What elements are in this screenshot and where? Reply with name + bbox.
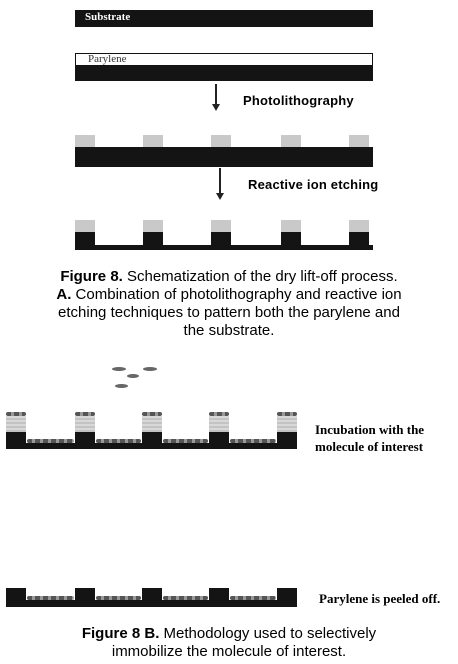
pillar: [143, 232, 163, 245]
pillar: [142, 588, 162, 601]
molecule-layer: [277, 412, 297, 416]
substrate-under-parylene: [75, 66, 373, 81]
photoresist-block: [349, 220, 369, 232]
photolithography-label: Photolithography: [243, 93, 354, 108]
molecule-layer: [27, 439, 74, 443]
caption-a: Figure 8. Schematization of the dry lift…: [20, 268, 438, 340]
caption-a-figure-ref: Figure 8.: [60, 268, 123, 285]
molecule-layer: [209, 412, 229, 416]
molecule-layer: [163, 439, 208, 443]
photoresist-block: [75, 220, 95, 232]
incubation-label-line1: Incubation with the: [315, 422, 425, 437]
caption-b-line1-text: Methodology used to selectively: [159, 625, 377, 642]
pillar: [75, 432, 95, 446]
molecule-blob: [112, 367, 126, 371]
caption-b: Figure 8 B. Methodology used to selectiv…: [20, 625, 438, 661]
photoresist-block: [211, 135, 231, 147]
caption-b-figure-ref: Figure 8 B.: [81, 625, 160, 642]
caption-a-line1: Figure 8. Schematization of the dry lift…: [20, 268, 438, 286]
parylene-pillar: [209, 416, 229, 432]
molecule-layer: [75, 412, 95, 416]
parylene-label: Parylene: [88, 53, 127, 65]
substrate-base: [75, 245, 373, 250]
caption-a-line1-text: Schematization of the dry lift-off proce…: [122, 268, 398, 285]
photoresist-block: [143, 135, 163, 147]
etching-label: Reactive ion etching: [248, 177, 379, 192]
caption-b-line1: Figure 8 B. Methodology used to selectiv…: [20, 625, 438, 643]
incubation-label-line2: molecule of interest: [315, 439, 424, 454]
caption-a-part-ref: A.: [56, 286, 72, 303]
substrate-label: Substrate: [85, 11, 131, 23]
molecule-layer: [230, 439, 276, 443]
molecule-layer: [27, 596, 74, 600]
molecule-blob: [127, 374, 139, 378]
substrate-with-parylene: [75, 147, 373, 167]
molecule-layer: [142, 412, 162, 416]
incubation-label: Incubation with the molecule of interest: [315, 421, 424, 455]
caption-b-line2: immobilize the molecule of interest.: [111, 643, 347, 660]
substrate-base: [6, 600, 297, 607]
molecule-layer: [96, 439, 141, 443]
parylene-pillar: [142, 416, 162, 432]
molecule-layer: [96, 596, 141, 600]
photoresist-block: [211, 220, 231, 232]
pillar: [349, 232, 369, 245]
pillar: [209, 432, 229, 446]
molecule-layer: [230, 596, 276, 600]
parylene-pillar: [75, 416, 95, 432]
pillar: [211, 232, 231, 245]
parylene-layer: Parylene: [75, 53, 373, 66]
molecule-layer: [6, 412, 26, 416]
caption-a-line2-text: Combination of photolithography and reac…: [71, 286, 402, 303]
caption-a-line3: etching techniques to pattern both the p…: [58, 304, 400, 321]
peel-label: Parylene is peeled off.: [319, 591, 441, 606]
pillar: [142, 432, 162, 446]
pillar: [75, 588, 95, 601]
molecule-blob: [115, 384, 128, 388]
pillar: [277, 432, 297, 446]
parylene-pillar: [277, 416, 297, 432]
photoresist-block: [143, 220, 163, 232]
photoresist-block: [281, 135, 301, 147]
pillar: [281, 232, 301, 245]
photoresist-block: [75, 135, 95, 147]
substrate-bar: Substrate: [75, 10, 373, 27]
pillar: [209, 588, 229, 601]
caption-a-line4: the substrate.: [183, 322, 275, 339]
substrate-base: [6, 443, 297, 449]
pillar: [6, 588, 26, 601]
photoresist-block: [349, 135, 369, 147]
pillar: [75, 232, 95, 245]
pillar: [277, 588, 297, 601]
molecule-layer: [163, 596, 208, 600]
pillar: [6, 432, 26, 446]
caption-a-line2: A. Combination of photolithography and r…: [20, 286, 438, 304]
photoresist-block: [281, 220, 301, 232]
parylene-pillar: [6, 416, 26, 432]
molecule-blob: [143, 367, 157, 371]
